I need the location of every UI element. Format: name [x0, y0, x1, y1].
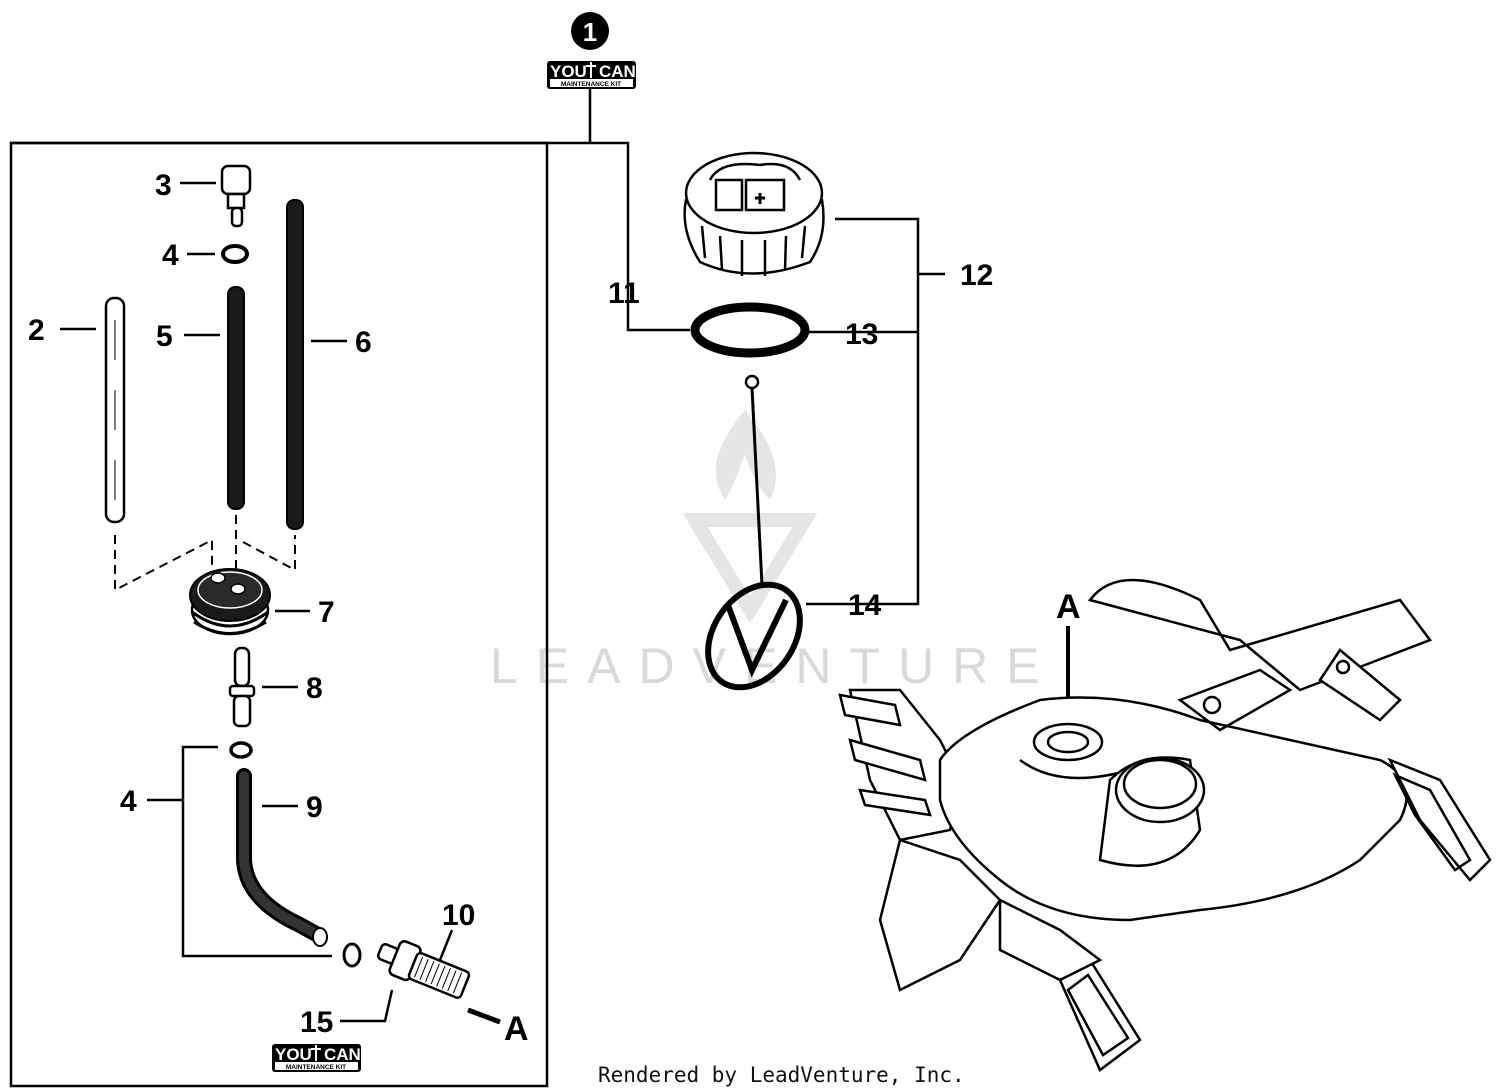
callout-a-filter: A: [504, 1010, 529, 1048]
watermark-text: LEADVENTURE: [490, 638, 1058, 694]
callout-4-top: 4: [162, 239, 179, 272]
bracket-12: [806, 217, 945, 606]
callout-a-tank: A: [1056, 588, 1081, 626]
arrow-a-filter: [467, 1007, 501, 1025]
callout-5: 5: [156, 320, 173, 353]
part-strainer-14: [705, 374, 803, 691]
bracket-4-bottom: [147, 745, 332, 958]
part-fuel-cap-12: [683, 151, 825, 276]
kit-frame: [9, 141, 549, 1088]
callout-12: 12: [960, 259, 993, 292]
part-tube-6: [286, 199, 304, 530]
part-oring-4-bottom: [229, 741, 253, 759]
assembly-dash-left: [114, 535, 213, 592]
fuel-tank-assembly: [838, 578, 1492, 1072]
assembly-dash-right: [235, 515, 296, 572]
callout-6: 6: [355, 326, 372, 359]
callout-13: 13: [845, 318, 878, 351]
kit-number-circle: [571, 12, 609, 50]
part-tube-5: [227, 286, 245, 510]
kit-brand-left: YOU: [550, 62, 587, 81]
kit-number: 1: [583, 17, 597, 47]
kit-bottom-subtitle: MAINTENANCE KIT: [286, 1064, 346, 1071]
callout-7: 7: [318, 596, 335, 629]
callout-9: 9: [306, 791, 323, 824]
wrench-icon: [586, 62, 596, 78]
part-oring-4-top: [221, 244, 249, 264]
kit-badge-bottom: YOU CAN MAINTENANCE KIT: [272, 1044, 361, 1072]
callout-11: 11: [608, 277, 640, 310]
callout-2: 2: [28, 314, 45, 347]
part-fuel-filter-10: [376, 940, 471, 999]
kit-bracket: [10, 89, 690, 332]
part-fitting-3: [220, 164, 252, 228]
part-grommet-7: [189, 568, 271, 636]
part-gasket-13: [690, 302, 810, 358]
kit-badge-top: 1 YOU CAN MAINTENANCE KIT: [547, 12, 636, 89]
kit-brand-right: CAN: [599, 62, 636, 81]
watermark-logo: [682, 410, 818, 624]
callout-14: 14: [848, 589, 882, 622]
callout-3: 3: [155, 169, 172, 202]
kit-subtitle: MAINTENANCE KIT: [561, 81, 621, 88]
callout-4-bottom: 4: [120, 785, 137, 818]
kit-bottom-brand-right: CAN: [324, 1045, 361, 1064]
footer-credit: Rendered by LeadVenture, Inc.: [598, 1063, 965, 1087]
part-oring-filter: [342, 942, 362, 968]
callout-10: 10: [442, 899, 475, 932]
callout-15: 15: [300, 1006, 333, 1039]
part-connector-8: [228, 646, 256, 728]
leader-15: [340, 989, 394, 1023]
kit-bottom-brand-left: YOU: [275, 1045, 312, 1064]
wrench-icon-bottom: [311, 1045, 321, 1061]
callout-8: 8: [306, 672, 323, 705]
